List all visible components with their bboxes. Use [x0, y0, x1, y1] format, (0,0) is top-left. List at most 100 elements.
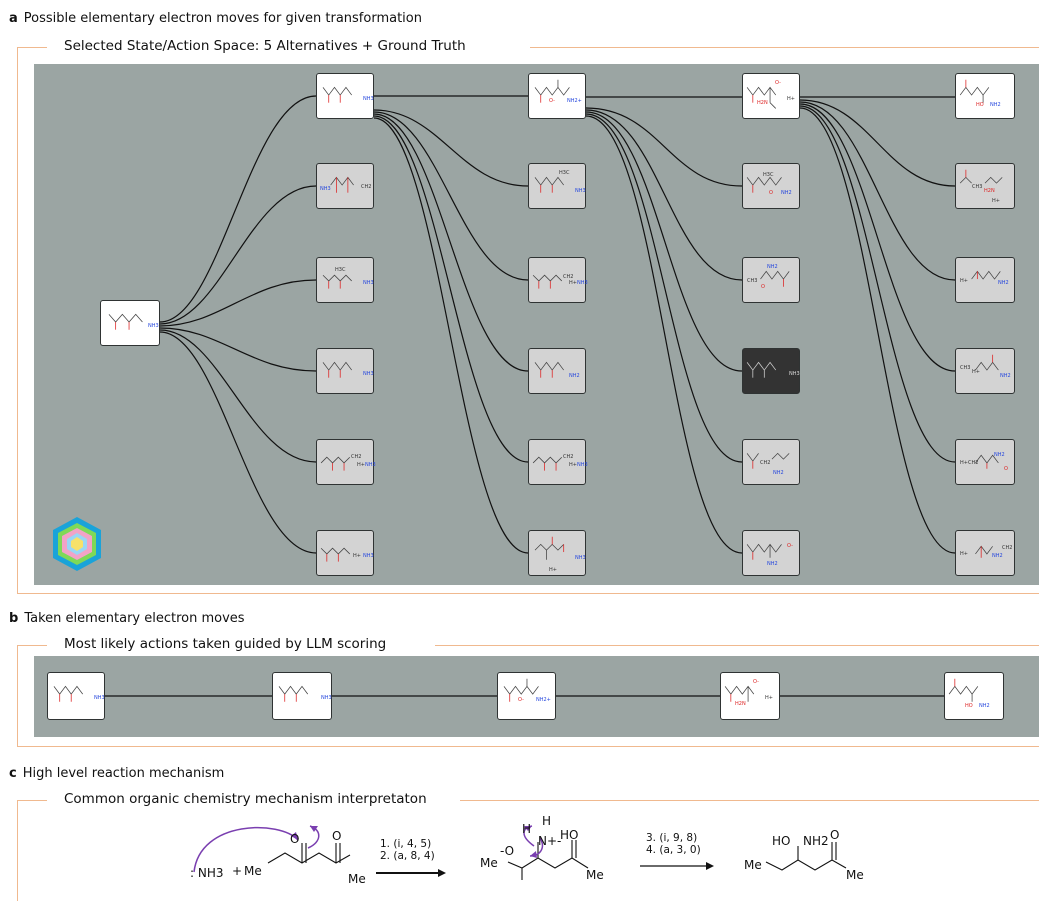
molecule-depiction [948, 678, 979, 702]
node-label-nh3: NH3 [363, 553, 374, 559]
col3-selected-node[interactable]: NH3 [742, 348, 800, 394]
node-label-nh3: NH3 [577, 280, 588, 286]
taken-step-4-node[interactable]: HO NH2 [944, 672, 1004, 720]
node-label-nh2: NH2 [781, 190, 792, 196]
node-label-ho: HO [976, 102, 984, 108]
mech-int-me2: Me [586, 868, 604, 882]
col4-alt-node-3[interactable]: CH3 H+ NH2 [955, 348, 1015, 394]
node-label-nh2: NH2 [979, 703, 990, 709]
col3-alt-node-4[interactable]: NH2 O- [742, 530, 800, 576]
taken-step-0-node[interactable]: NH3 [47, 672, 105, 720]
node-label-h-plus: H+ [569, 280, 577, 286]
molecule-depiction [746, 361, 777, 378]
molecule-depiction [534, 536, 565, 560]
col1-alt-node-2[interactable]: H3C NH3 [316, 257, 374, 303]
col4-alt-node-4[interactable]: H+ CH2 NH2 O [955, 439, 1015, 485]
col2-ground-truth-node[interactable]: O- NH2+ [528, 73, 586, 119]
taken-step-1-node[interactable]: NH3 [272, 672, 332, 720]
node-label-h-plus: H+ [972, 369, 980, 375]
molecule-depiction [746, 176, 782, 193]
node-label-nh3: NH3 [365, 462, 376, 468]
col1-alt-node-4[interactable]: CH2 H+ NH3 [316, 439, 376, 485]
node-label-nh2: NH2 [1000, 373, 1011, 379]
node-label-nh3: NH3 [321, 695, 332, 701]
col3-ground-truth-node[interactable]: O- H2N H+ [742, 73, 800, 119]
node-label-nh2: NH2 [773, 470, 784, 476]
section-c-frame-top-left [17, 800, 47, 801]
node-label-nh3: NH3 [789, 371, 800, 377]
mech-int-o-minus: -O [500, 844, 515, 858]
node-label-ch2: CH2 [563, 274, 574, 280]
taken-step-2-node[interactable]: O- NH2+ [497, 672, 556, 720]
col3-alt-node-3[interactable]: CH2 NH2 [742, 439, 800, 485]
node-label-o: O [1004, 466, 1008, 472]
col3-alt-node-1[interactable]: H3C O NH2 [742, 163, 800, 209]
mech-int-h2: H [522, 822, 532, 836]
node-label-nh2: NH2 [990, 102, 1001, 108]
node-label-ch2: CH2 [1002, 545, 1013, 551]
node-label-nh3: NH3 [148, 323, 159, 329]
col2-alt-node-5[interactable]: H+ NH3 [528, 530, 586, 576]
col4-alt-node-1[interactable]: CH3 H2N H+ [955, 163, 1015, 209]
molecule-depiction [746, 86, 777, 109]
section-b-frame-top-right [435, 645, 1039, 646]
mech-o-1: O [290, 832, 300, 846]
molecule-depiction [975, 545, 993, 558]
col3-alt-node-2[interactable]: CH3 NH2 O [742, 257, 800, 303]
col2-alt-node-3[interactable]: NH2 [528, 348, 586, 394]
mech-plus: + [232, 864, 243, 878]
state-space-canvas[interactable] [34, 64, 1039, 585]
node-label-nh3: NH3 [575, 188, 586, 194]
col2-alt-node-2[interactable]: CH2 H+ NH3 [528, 257, 588, 303]
node-label-h-plus: H+ [353, 553, 361, 559]
molecule-depiction [534, 361, 565, 378]
col1-alt-node-3[interactable]: NH3 [316, 348, 374, 394]
node-label-ch3: CH3 [960, 365, 971, 371]
mech-prod-me1: Me [744, 858, 762, 872]
col4-alt-node-5[interactable]: H+ CH2 NH2 [955, 530, 1015, 576]
molecule-depiction [320, 456, 351, 471]
node-label-ch2: CH2 [361, 184, 372, 190]
col1-alt-node-1[interactable]: NH3 CH2 [316, 163, 374, 209]
col1-alt-node-5[interactable]: H+ NH3 [316, 530, 374, 576]
node-label-nh3: NH3 [577, 462, 588, 468]
node-label-o-minus: O- [787, 543, 793, 549]
section-b-frame [17, 645, 1039, 747]
mech-me-2: Me [348, 872, 366, 886]
node-label-nh3: NH3 [575, 555, 586, 561]
molecule-depiction [330, 176, 354, 193]
node-label-o: O [761, 284, 765, 290]
node-label-nh3: NH3 [363, 96, 374, 102]
col4-alt-node-2[interactable]: H+ NH2 [955, 257, 1015, 303]
node-label-h-plus: H+ [765, 695, 773, 701]
node-label-nh3: NH3 [320, 186, 331, 192]
col1-ground-truth-node[interactable]: NH3 [316, 73, 374, 119]
node-label-h-plus: H+ [569, 462, 577, 468]
col2-alt-node-4[interactable]: CH2 H+ NH3 [528, 439, 588, 485]
molecule-depiction [534, 79, 570, 103]
node-label-ch2: CH2 [351, 454, 362, 460]
section-c-caption: Common organic chemistry mechanism inter… [58, 791, 433, 807]
section-a-frame-top-right [530, 47, 1039, 48]
node-label-nh3: NH3 [94, 695, 105, 701]
root-state-node[interactable]: NH3 [100, 300, 160, 346]
mech-prod-me2: Me [846, 868, 864, 882]
taken-step-3-node[interactable]: O- H2N H+ [720, 672, 780, 720]
mech-int-h1: H [542, 814, 552, 828]
molecule-depiction [278, 685, 309, 702]
molecule-depiction [532, 456, 563, 471]
mech-int-n: N+- [538, 834, 562, 848]
molecule-depiction [322, 361, 353, 378]
col2-alt-node-1[interactable]: H3C NH3 [528, 163, 586, 209]
col4-ground-truth-node[interactable]: HO NH2 [955, 73, 1015, 119]
mech-int-ho: HO [560, 828, 579, 842]
section-b-frame-top-left [17, 645, 47, 646]
node-label-o: O [769, 190, 773, 196]
node-label-h-plus: H+ [549, 567, 557, 573]
node-label-o-minus: O- [518, 697, 524, 703]
mech-prod-ho: HO [772, 834, 791, 848]
node-label-ch2: CH2 [760, 460, 771, 466]
